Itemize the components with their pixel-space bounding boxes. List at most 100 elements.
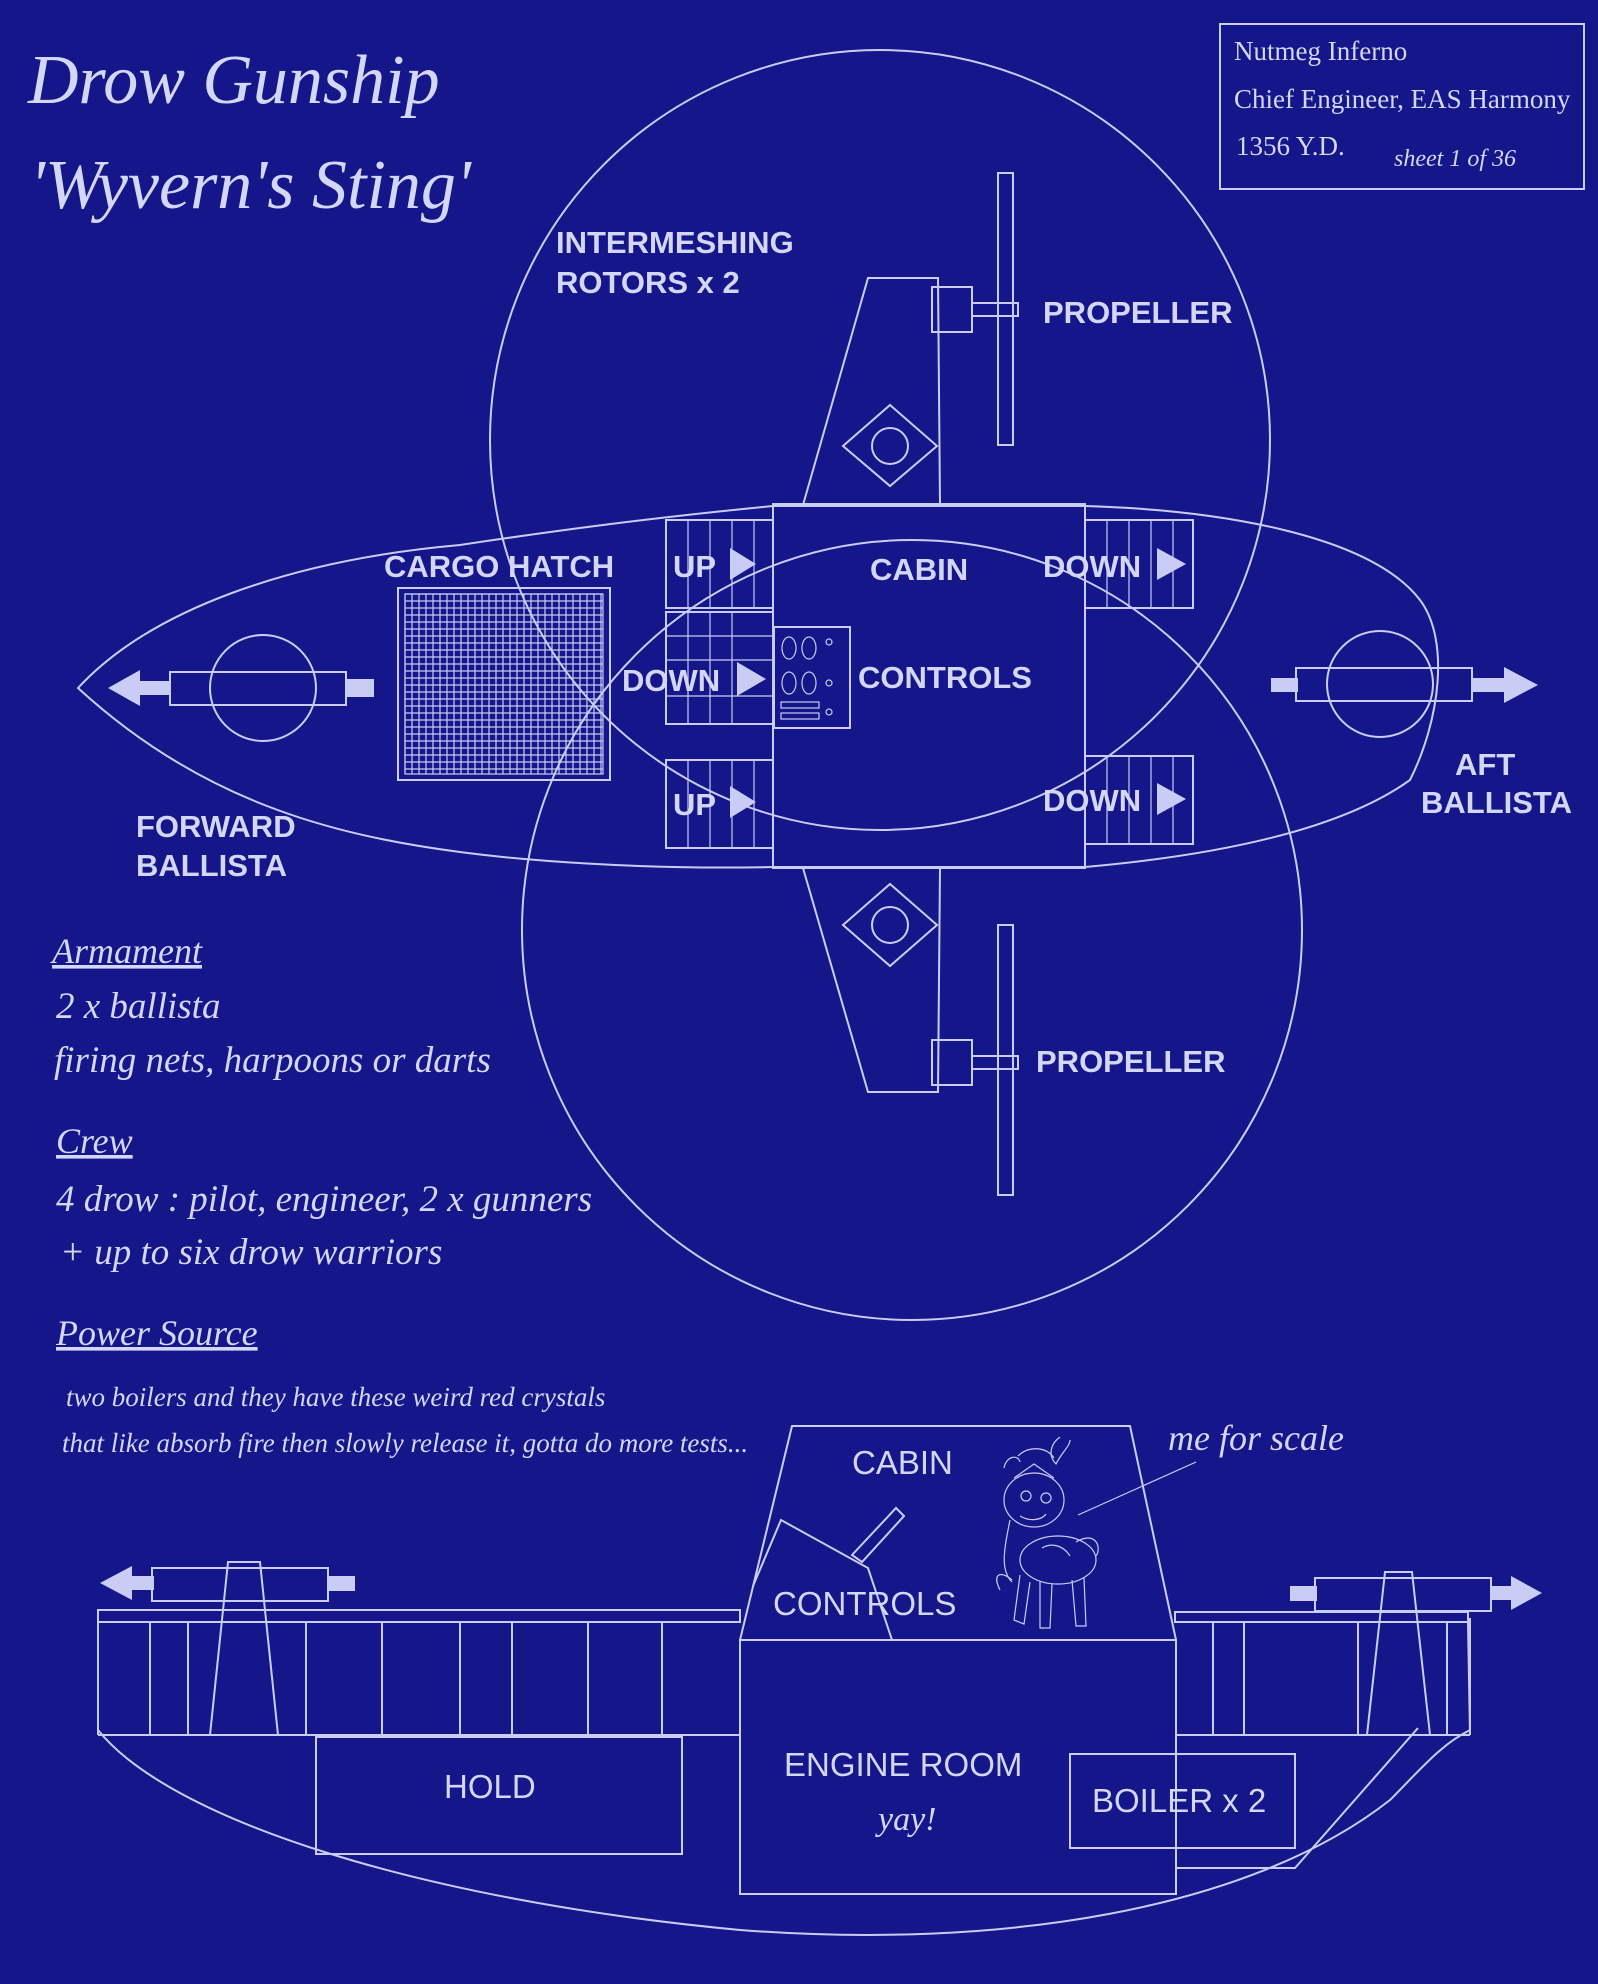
stairs-up-top (665, 519, 774, 609)
engine-room (739, 1639, 1177, 1895)
aft-ballista (1271, 630, 1538, 738)
hold-label: HOLD (444, 1768, 536, 1805)
specs-notes: Armament 2 x ballista firing nets, harpo… (50, 931, 748, 1458)
gauge-icon (801, 671, 817, 695)
crew-line-2: + up to six drow warriors (60, 1232, 442, 1273)
power-heading: Power Source (55, 1313, 258, 1353)
forward-ballista-side (151, 1567, 329, 1602)
aft-ballista-label-line-1: AFT (1455, 747, 1515, 782)
stair-arrow-icon (1157, 548, 1186, 580)
boiler-pipe (1175, 1727, 1419, 1869)
lower-rotor-hub (871, 906, 909, 944)
indicator-icon (825, 638, 833, 646)
side-view: CABIN CONTROLS me for scale HOLD ENGINE … (97, 1418, 1542, 1936)
ballista-bolt (130, 1576, 154, 1590)
title-line-2: 'Wyvern's Sting' (30, 147, 472, 224)
title-block (1219, 23, 1585, 190)
stair-arrow-icon (730, 548, 756, 580)
cabin-label-top: CABIN (870, 552, 968, 587)
power-line-2: that like absorb fire then slowly releas… (62, 1428, 748, 1458)
controls-label-top: CONTROLS (858, 660, 1032, 695)
scale-pointer-line (1077, 1461, 1197, 1516)
sheet-number: sheet 1 of 36 (1394, 146, 1516, 172)
rotor-disc-upper (489, 49, 1271, 831)
stairs-down-right-bottom-label: DOWN (1043, 783, 1141, 818)
stairs-up-bottom-label: UP (673, 787, 716, 822)
hull-outline (76, 505, 1440, 869)
deck-rail-left (97, 1609, 741, 1623)
slider-icon (780, 712, 820, 720)
upper-propeller-blade (997, 172, 1014, 446)
armament-line-1: 2 x ballista (56, 986, 220, 1027)
rotor-disc-lower (521, 539, 1303, 1321)
forward-ballista-label-line-2: BALLISTA (136, 848, 287, 883)
aft-ballista-pedestal (1365, 1571, 1432, 1736)
stairs-down-right-bottom (1084, 755, 1194, 845)
aft-ballista-side (1314, 1577, 1492, 1612)
pony-figure (996, 1436, 1099, 1629)
stairs-down-mid-label: DOWN (622, 663, 720, 698)
upper-propeller-shaft (971, 302, 1019, 317)
stairs-up-top-label: UP (673, 549, 716, 584)
drawing-date: 1356 Y.D. (1236, 131, 1345, 161)
stairs-down-right-top-label: DOWN (1043, 549, 1141, 584)
lower-propeller-shaft (971, 1055, 1019, 1070)
boiler-box (1069, 1753, 1296, 1849)
arrow-right-icon (1511, 1576, 1542, 1610)
deck-post (1467, 1621, 1471, 1736)
engine-room-label: ENGINE ROOM (784, 1746, 1022, 1783)
armament-heading: Armament (50, 931, 203, 971)
side-hull-outline (97, 1618, 1471, 1936)
deck-posts-right (1212, 1622, 1448, 1735)
deck-posts-left (149, 1622, 663, 1735)
arrow-left-icon (100, 1566, 132, 1600)
lower-rotor-pylon (801, 867, 942, 1093)
cargo-hatch-grid (397, 587, 611, 781)
ballista-bolt (1491, 1586, 1515, 1600)
engineer-role: Chief Engineer, EAS Harmony (1234, 84, 1571, 114)
rotors-label-line-1: INTERMESHING (556, 225, 794, 260)
side-controls-console (752, 1518, 893, 1641)
stairs-down-right-top (1084, 519, 1194, 609)
stairs-up-bottom (665, 759, 774, 849)
forward-ballista-pedestal (208, 1561, 280, 1736)
side-controls-label: CONTROLS (773, 1585, 956, 1622)
gauge-icon (781, 671, 797, 695)
forward-ballista-label-line-1: FORWARD (136, 809, 296, 844)
armament-line-2: firing nets, harpoons or darts (54, 1040, 491, 1081)
ballista-stock (1290, 1586, 1317, 1601)
cargo-hatch-label: CARGO HATCH (384, 549, 614, 584)
propeller-top-label: PROPELLER (1043, 295, 1232, 330)
deck-rail-right (1174, 1611, 1469, 1623)
stair-arrow-icon (737, 662, 766, 696)
forward-ballista (108, 634, 374, 742)
stair-arrow-icon (730, 786, 756, 818)
scale-note: me for scale (1168, 1418, 1344, 1458)
engineer-name: Nutmeg Inferno (1234, 36, 1407, 66)
arrow-left-icon (108, 670, 140, 706)
ballista-stock (328, 1576, 355, 1591)
indicator-icon (825, 679, 833, 687)
top-view: INTERMESHING ROTORS x 2 PROPELLER PROPEL… (76, 49, 1572, 1321)
gauge-icon (781, 636, 797, 660)
power-line-1: two boilers and they have these weird re… (66, 1382, 605, 1412)
stairs-down-mid (665, 611, 774, 725)
gauge-icon (801, 636, 817, 660)
side-cabin-label: CABIN (852, 1444, 953, 1481)
lower-rotor-hub-plate (841, 882, 939, 968)
upper-rotor-hub-plate (841, 403, 939, 488)
crew-heading: Crew (56, 1121, 133, 1161)
stair-arrow-icon (1157, 783, 1186, 815)
control-lever (850, 1506, 906, 1564)
indicator-icon (825, 708, 833, 716)
title-line-1: Drow Gunship (27, 42, 440, 119)
upper-rotor-hub (871, 427, 909, 465)
propeller-bottom-label: PROPELLER (1036, 1044, 1225, 1079)
aft-ballista-label-line-2: BALLISTA (1421, 785, 1572, 820)
arrow-right-icon (1504, 667, 1538, 703)
engine-room-note: yay! (875, 1801, 937, 1838)
crew-line-1: 4 drow : pilot, engineer, 2 x gunners (56, 1179, 592, 1220)
boiler-label: BOILER x 2 (1092, 1782, 1266, 1819)
hold-box (315, 1736, 683, 1855)
